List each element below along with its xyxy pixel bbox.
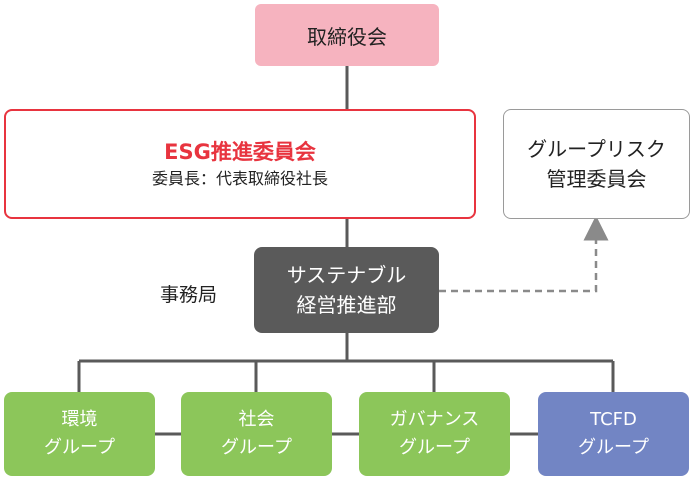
sustainability-dept-line-2: 経営推進部	[296, 293, 397, 317]
sustainability-dept-box: サステナブル 経営推進部	[254, 247, 439, 333]
governance-group-box: ガバナンス グループ	[359, 392, 510, 476]
social-group-box: 社会 グループ	[181, 392, 332, 476]
environment-group-line-2: グループ	[44, 437, 115, 458]
esg-committee-title: ESG推進委員会	[164, 140, 316, 164]
board-of-directors-box: 取締役会	[255, 4, 439, 66]
environment-group-line-1: 環境	[61, 409, 98, 430]
governance-group-line-1: ガバナンス	[389, 409, 480, 430]
esg-committee-box: ESG推進委員会 委員長：代表取締役社長	[4, 109, 476, 219]
social-group-line-2: グループ	[221, 437, 292, 458]
social-group-line-1: 社会	[238, 409, 275, 430]
board-label: 取締役会	[307, 24, 387, 49]
tcfd-group-line-2: グループ	[578, 437, 649, 458]
dashed-arrow-to-risk-committee	[439, 215, 609, 293]
risk-committee-line-2: 管理委員会	[546, 167, 647, 191]
tcfd-group-box: TCFD グループ	[538, 392, 689, 476]
risk-committee-line-1: グループリスク	[527, 137, 666, 161]
secretariat-label: 事務局	[160, 284, 218, 306]
esg-committee-chair: 委員長：代表取締役社長	[151, 169, 328, 188]
environment-group-box: 環境 グループ	[4, 392, 155, 476]
tcfd-group-line-1: TCFD	[590, 409, 637, 430]
risk-committee-box: グループリスク 管理委員会	[503, 109, 690, 219]
governance-group-line-2: グループ	[399, 437, 470, 458]
sustainability-dept-line-1: サステナブル	[286, 263, 407, 287]
